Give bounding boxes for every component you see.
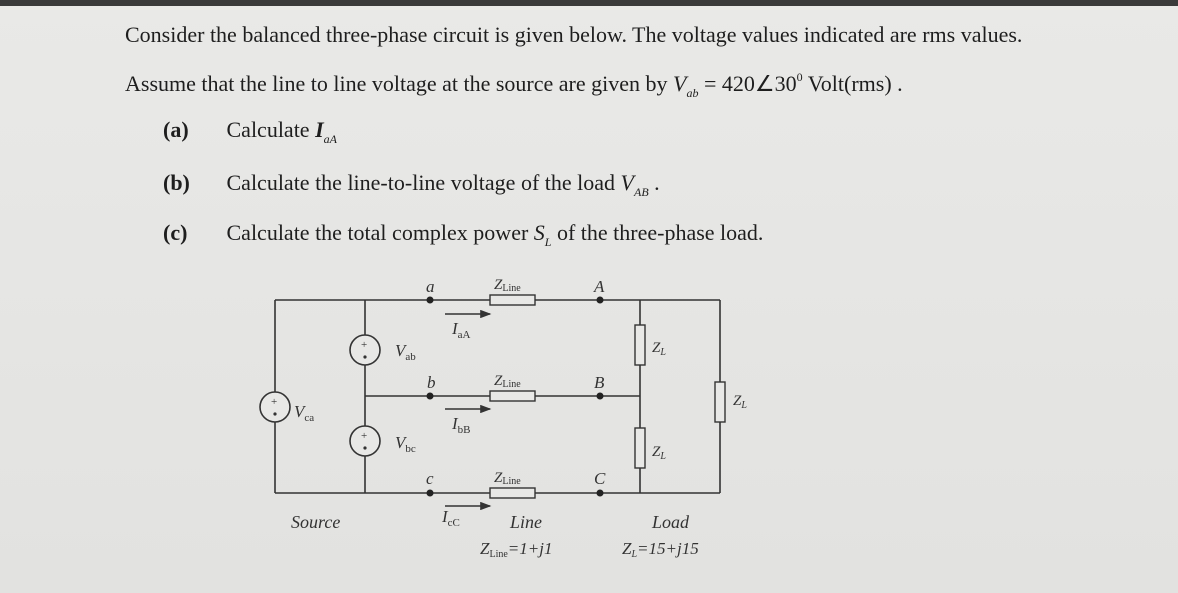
node-label-B: B	[594, 373, 605, 392]
vab-degree: 0	[796, 70, 803, 84]
zline-value-label: ZLine=1+j1	[480, 539, 552, 560]
zl-resistor-ca	[714, 381, 726, 423]
source-vbc-plus: +	[361, 430, 367, 442]
intro-line-1: Consider the balanced three-phase circui…	[125, 22, 1022, 48]
part-c-text: Calculate the total complex power	[226, 220, 529, 245]
zl-label-ab: ZL	[652, 340, 666, 358]
zline-resistor-a	[489, 294, 536, 306]
zl-resistor-bc	[634, 427, 646, 469]
part-b: (b) Calculate the line-to-line voltage o…	[163, 170, 660, 200]
part-a-subscript: aA	[323, 132, 337, 146]
source-label-vca: Vca	[294, 402, 314, 424]
node-dot-a	[426, 296, 434, 304]
section-label-source: Source	[291, 512, 340, 532]
node-dot-b	[426, 392, 434, 400]
node-label-b: b	[427, 373, 436, 392]
part-b-symbol: V	[620, 170, 634, 195]
section-label-load: Load	[651, 512, 690, 532]
node-label-c: c	[426, 469, 434, 488]
source-vca-plus: +	[271, 396, 277, 408]
zl-value-label: ZL=15+j15	[622, 539, 699, 560]
part-a: (a) Calculate IaA	[163, 117, 337, 147]
source-label-vbc: Vbc	[395, 433, 416, 455]
intro-text-1: Consider the balanced three-phase circui…	[125, 22, 1023, 47]
part-c-label: (c)	[163, 220, 188, 245]
part-b-tail: .	[648, 170, 660, 195]
vab-subscript: ab	[686, 86, 699, 100]
zline-label-b: ZLine	[494, 373, 521, 390]
part-c-subscript: L	[544, 235, 552, 249]
node-dot-A	[596, 296, 604, 304]
part-c-symbol: S	[533, 220, 545, 245]
circuit-wires	[274, 299, 721, 494]
source-vab-plus: +	[361, 339, 367, 351]
zline-resistor-b	[489, 390, 536, 402]
source-label-vab: Vab	[395, 341, 416, 363]
vab-symbol: V	[673, 71, 687, 96]
source-vab-symbol	[349, 334, 381, 366]
node-dot-C	[596, 489, 604, 497]
intro-text-2: Assume that the line to line voltage at …	[125, 71, 668, 96]
source-vbc-symbol	[349, 425, 381, 457]
part-a-label: (a)	[163, 117, 189, 142]
zline-resistor-c	[489, 487, 536, 499]
source-vbc-minus-dot	[363, 446, 367, 450]
vab-unit: Volt(rms) .	[807, 71, 903, 96]
zline-label-a: ZLine	[494, 277, 521, 294]
part-c: (c) Calculate the total complex power SL…	[163, 220, 763, 250]
node-label-a: a	[426, 277, 435, 296]
part-b-text: Calculate the line-to-line voltage of th…	[226, 170, 616, 195]
node-label-C: C	[594, 469, 606, 488]
source-vca-symbol	[259, 391, 291, 423]
part-b-label: (b)	[163, 170, 190, 195]
top-edge	[0, 0, 1178, 6]
node-label-A: A	[593, 277, 605, 296]
node-dot-B	[596, 392, 604, 400]
current-label-bB: IbB	[451, 414, 471, 436]
part-c-tail: of the three-phase load.	[551, 220, 764, 245]
source-vab-minus-dot	[363, 355, 367, 359]
current-label-cC: IcC	[441, 507, 460, 529]
zline-label-c: ZLine	[494, 470, 521, 487]
source-vca-minus-dot	[273, 412, 277, 416]
vab-value: = 420∠30	[703, 71, 797, 96]
node-dots	[426, 296, 604, 497]
zl-label-ca: ZL	[733, 393, 747, 411]
node-dot-c	[426, 489, 434, 497]
zl-label-bc: ZL	[652, 444, 666, 462]
section-label-line: Line	[509, 512, 542, 532]
part-a-text: Calculate	[226, 117, 310, 142]
zl-resistor-ab	[634, 324, 646, 366]
intro-line-2: Assume that the line to line voltage at …	[125, 70, 903, 101]
current-label-aA: IaA	[451, 319, 471, 341]
part-a-symbol: I	[315, 117, 324, 142]
part-b-subscript: AB	[633, 185, 649, 199]
